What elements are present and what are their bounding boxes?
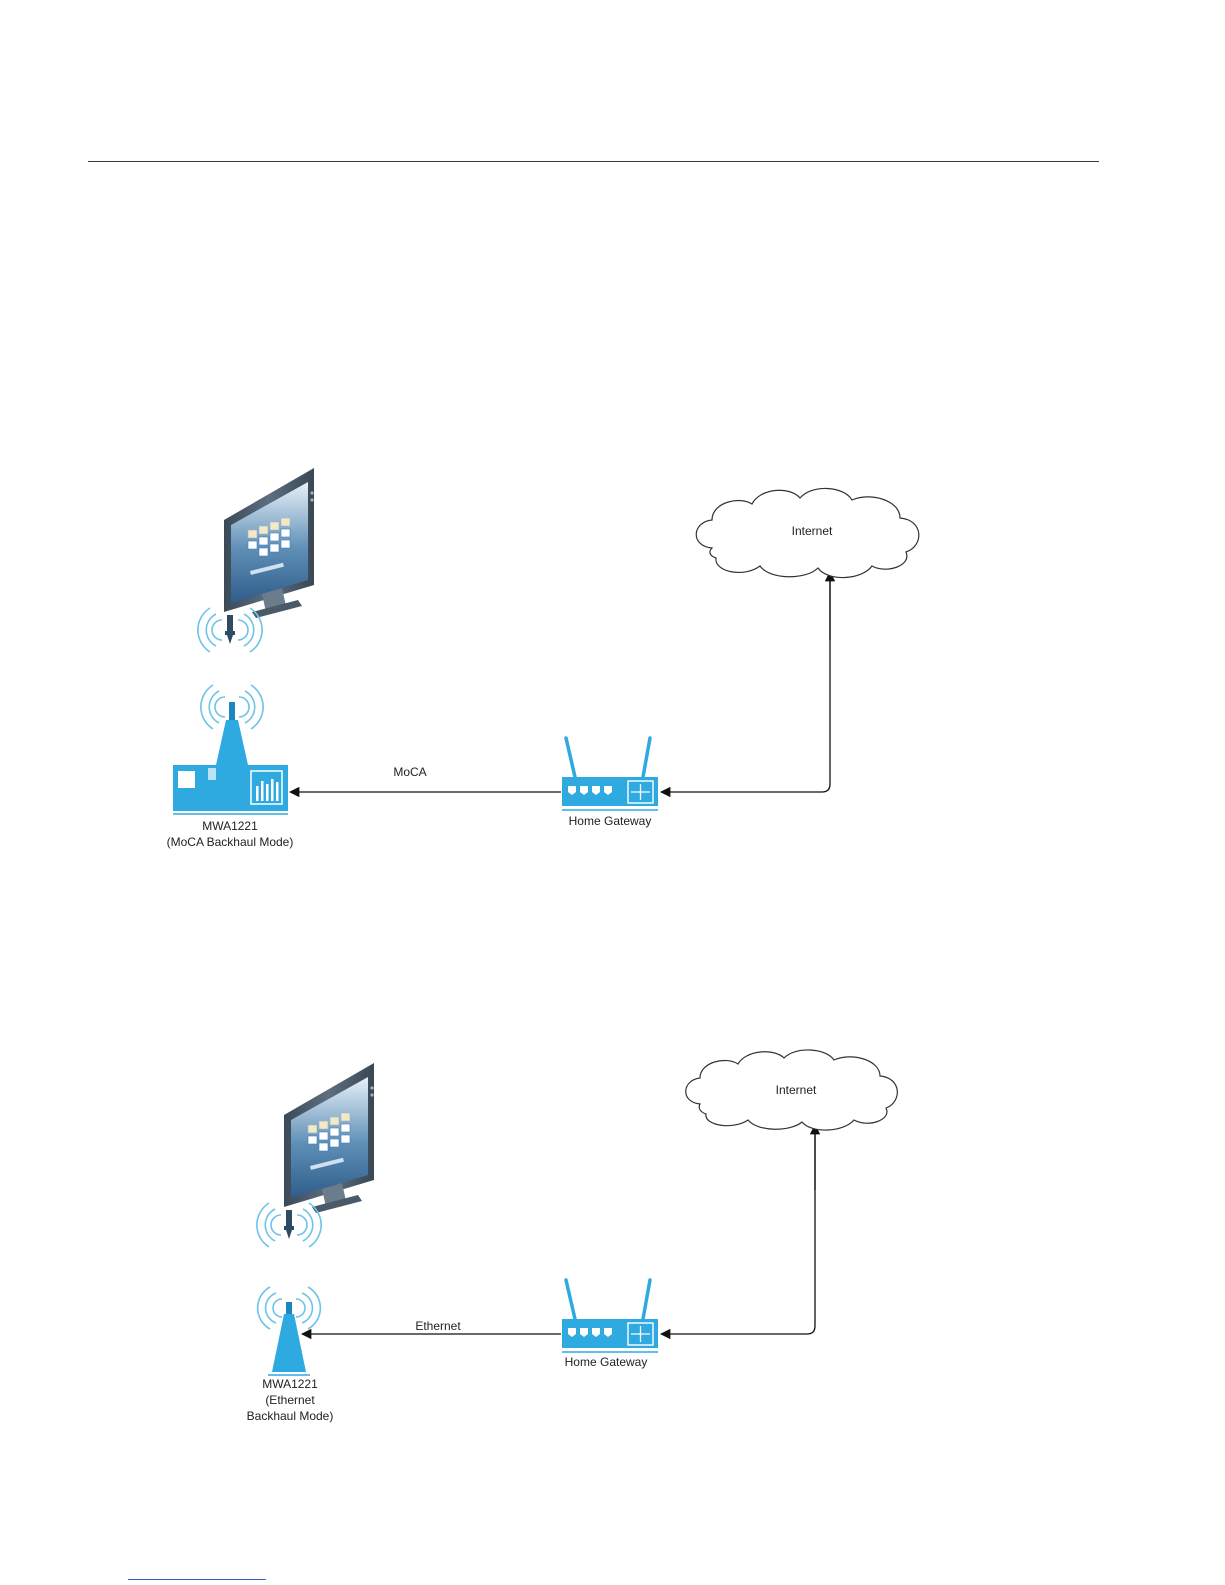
extender-box-icon	[173, 685, 288, 814]
wifi-adapter-icon	[198, 608, 262, 652]
wifi-adapter-icon	[257, 1203, 321, 1247]
link-label: Ethernet	[415, 1319, 461, 1333]
monitor-icon	[224, 468, 314, 618]
extender-label-line-1: MWA1221	[202, 819, 258, 833]
gateway-label: Home Gateway	[569, 814, 652, 828]
extender-label-line-2: (MoCA Backhaul Mode)	[167, 835, 294, 849]
extender-label-line-2: (Ethernet	[265, 1393, 315, 1407]
gateway-label: Home Gateway	[565, 1355, 648, 1369]
cloud-label: Internet	[792, 524, 833, 538]
router-icon	[562, 1280, 658, 1352]
monitor-icon	[284, 1063, 374, 1213]
extender-label-line-1: MWA1221	[262, 1377, 318, 1391]
footer-link-underline	[128, 1579, 266, 1580]
internet-link-arrow	[661, 1130, 815, 1334]
extender-label-line-3: Backhaul Mode)	[247, 1409, 334, 1423]
internet-link-arrow	[661, 576, 830, 792]
link-label: MoCA	[393, 765, 426, 779]
antenna-tower-icon	[258, 1287, 321, 1375]
diagram-ethernet: MWA1221 (Ethernet Backhaul Mode) Etherne…	[247, 1050, 898, 1423]
diagram-moca: MWA1221 (MoCA Backhaul Mode) MoCA	[167, 468, 919, 849]
cloud-label: Internet	[776, 1083, 817, 1097]
router-icon	[562, 738, 658, 810]
